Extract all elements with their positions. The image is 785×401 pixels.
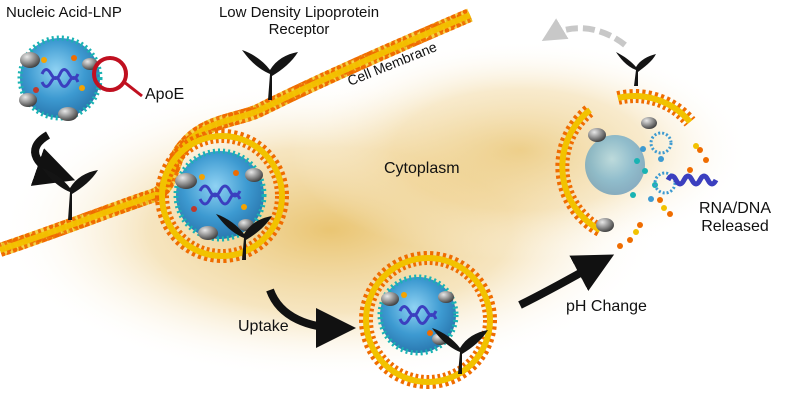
ldl-receptor-icon — [242, 50, 298, 100]
ldl-receptor-icon — [432, 328, 488, 374]
binding-arrow — [30, 131, 76, 186]
budding-endosome — [155, 129, 289, 263]
curved-arrow-icon — [541, 18, 627, 48]
ldl-receptor-label-line2: Receptor — [268, 21, 330, 39]
ldl-receptor-label: Low Density Lipoprotein Receptor — [188, 4, 410, 39]
apoe-protein-icon — [92, 56, 143, 98]
apoe-label: ApoE — [145, 86, 185, 103]
ph-change-arrow — [518, 254, 615, 309]
released-label: RNA/DNA Released — [690, 200, 780, 237]
lnp-particle-icon — [173, 148, 267, 242]
ldl-receptor-icon — [42, 168, 98, 220]
uptake-arrow — [266, 288, 356, 348]
nucleic-acid-helix-icon — [665, 173, 719, 187]
lnp-label: Nucleic Acid-LNP — [6, 4, 122, 21]
uptake-label: Uptake — [238, 318, 289, 335]
ldl-receptor-icon — [216, 214, 272, 260]
lnp-particle-icon — [17, 35, 103, 121]
released-label-line1: RNA/DNA — [698, 200, 771, 217]
ph-change-label: pH Change — [566, 298, 647, 315]
disrupted-endosome-icon — [555, 89, 709, 249]
endosome-icon — [359, 251, 497, 389]
ldl-receptor-label-line1: Low Density Lipoprotein — [218, 4, 380, 21]
ldl-receptor-icon — [616, 52, 656, 86]
released-label-line2: Released — [701, 218, 769, 236]
cytoplasm-label: Cytoplasm — [384, 160, 460, 177]
